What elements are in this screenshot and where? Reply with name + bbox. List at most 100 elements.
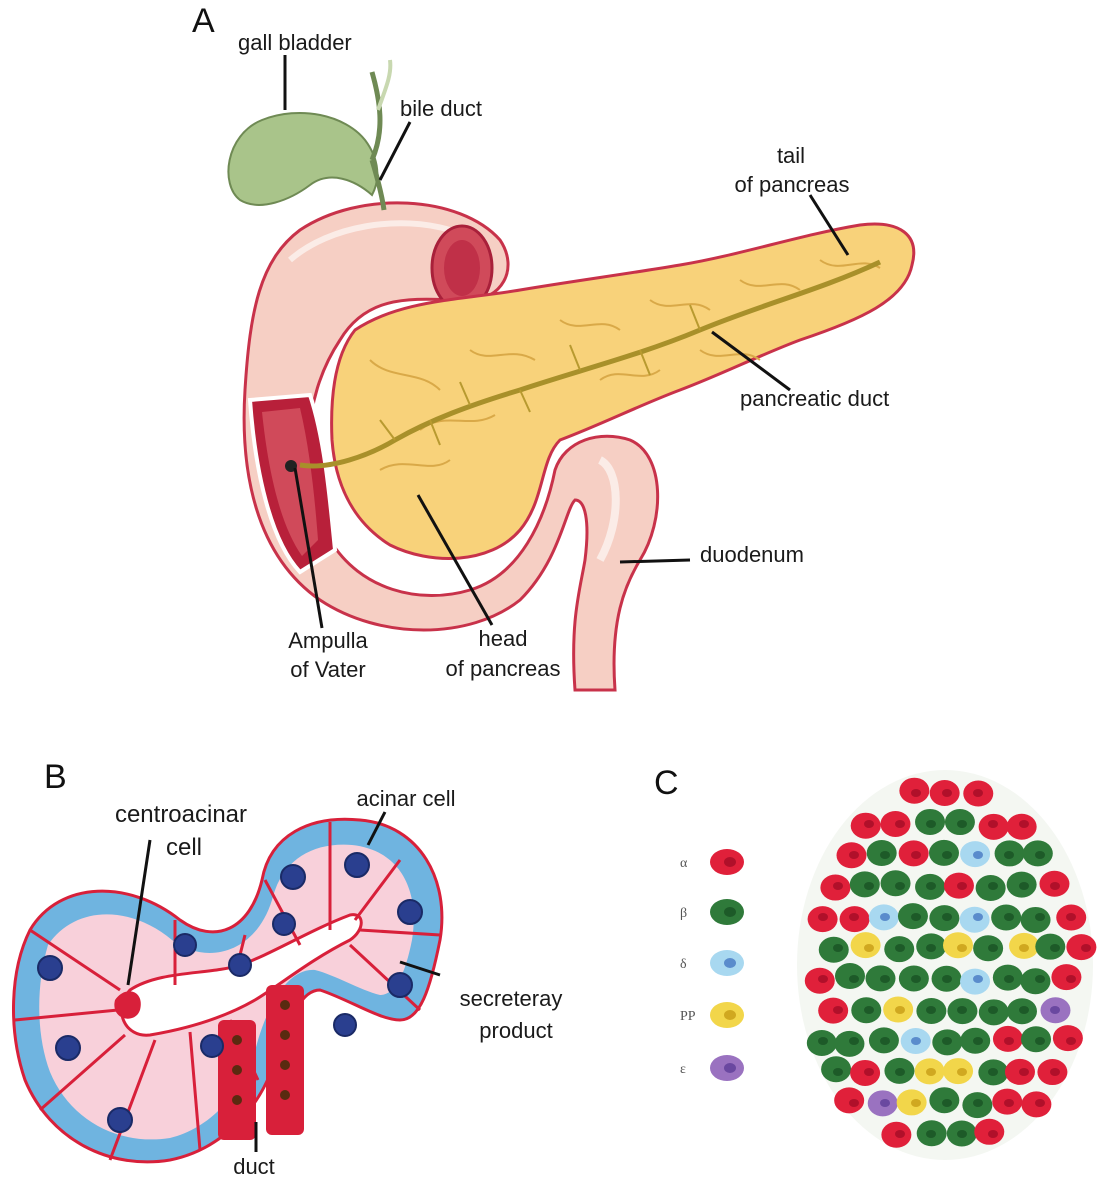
islet-cell-nucleus: [973, 1099, 983, 1107]
islet-cell: [881, 870, 911, 896]
islet-cell-nucleus: [926, 1068, 936, 1076]
gall-bladder-shape: [228, 113, 377, 205]
panel-c: C α β δPP ε: [654, 764, 1096, 1160]
islet-cell-nucleus: [926, 944, 936, 952]
islet-cell-nucleus: [942, 913, 952, 921]
islet-cell-nucleus: [973, 975, 983, 983]
label-tail-2: of pancreas: [735, 172, 850, 197]
acinar-nucleus: [201, 1035, 223, 1057]
legend-symbol: ε: [680, 1062, 686, 1077]
legend-cell-nucleus: [724, 857, 736, 867]
legend-symbol: δ: [680, 957, 687, 972]
islet-cell-nucleus: [1050, 944, 1060, 952]
islet-cell-nucleus: [926, 1130, 936, 1138]
islet-cell-nucleus: [895, 1130, 905, 1138]
label-bile-duct: bile duct: [400, 96, 482, 121]
islet-cell-nucleus: [849, 975, 859, 983]
islet-cell-nucleus: [864, 882, 874, 890]
panel-c-letter: C: [654, 764, 679, 802]
islet-cell-nucleus: [911, 789, 921, 797]
acinar-nucleus: [108, 1108, 132, 1132]
islet-cell-nucleus: [1081, 944, 1091, 952]
legend-symbol: β: [680, 906, 687, 921]
islet-cell-nucleus: [988, 1130, 998, 1138]
islet-cell-nucleus: [973, 789, 983, 797]
islet-cell: [1021, 907, 1051, 933]
acinar-nucleus: [273, 913, 295, 935]
islet-cell-nucleus: [957, 944, 967, 952]
islet-cell-nucleus: [988, 820, 998, 828]
islet-cell-nucleus: [849, 1037, 859, 1045]
legend-cell-nucleus: [724, 1010, 736, 1020]
legend-symbol: α: [680, 856, 688, 871]
islet-cell-nucleus: [1035, 913, 1045, 921]
islet-cell-nucleus: [895, 1068, 905, 1076]
legend-cell-nucleus: [724, 1063, 736, 1073]
legend-cell-nucleus: [724, 958, 736, 968]
islet-cell-nucleus: [1004, 1037, 1014, 1045]
label-duodenum: duodenum: [700, 542, 804, 567]
islet-cell: [834, 1087, 864, 1113]
islet-cell-nucleus: [1066, 975, 1076, 983]
islet-cell-nucleus: [880, 851, 890, 859]
islet-cell-nucleus: [926, 882, 936, 890]
islet-cell-nucleus: [988, 1068, 998, 1076]
islet-cell-nucleus: [864, 944, 874, 952]
islet-cell-nucleus: [1050, 882, 1060, 890]
legend-item: ε: [680, 1055, 744, 1081]
islet-cell-nucleus: [1019, 1068, 1029, 1076]
islet-cell-nucleus: [957, 820, 967, 828]
islet-cell-nucleus: [1035, 851, 1045, 859]
islet-cell-nucleus: [942, 975, 952, 983]
leader-duodenum: [620, 560, 690, 562]
islet-cell-nucleus: [988, 1006, 998, 1014]
islet-cell-nucleus: [849, 851, 859, 859]
label-pancreatic-duct: pancreatic duct: [740, 386, 889, 411]
islet-cell-nucleus: [833, 1068, 843, 1076]
islet-cell-nucleus: [942, 1037, 952, 1045]
islet-legend: α β δPP ε: [680, 849, 744, 1081]
label-head-1: head: [479, 626, 528, 651]
islet-cell-nucleus: [849, 913, 859, 921]
islet-cell-nucleus: [880, 913, 890, 921]
islet-cell-nucleus: [880, 975, 890, 983]
legend-item: PP: [680, 1002, 744, 1028]
islet-cell-nucleus: [818, 975, 828, 983]
islet-cell-nucleus: [880, 1037, 890, 1045]
panel-a-letter: A: [192, 2, 215, 40]
islet-cell-nucleus: [988, 882, 998, 890]
islet-cell-nucleus: [988, 944, 998, 952]
islet-cell-nucleus: [1035, 1099, 1045, 1107]
duodenum-lumen: [444, 240, 480, 296]
islet-cell-nucleus: [1004, 975, 1014, 983]
islet-cell-nucleus: [895, 820, 905, 828]
legend-item: α: [680, 849, 744, 875]
islet-cell-nucleus: [895, 1006, 905, 1014]
label-gall-bladder: gall bladder: [238, 30, 352, 55]
islet-cell-nucleus: [911, 1037, 921, 1045]
acinar-nucleus: [281, 865, 305, 889]
islet-cell-nucleus: [957, 1006, 967, 1014]
islet-cell-nucleus: [973, 851, 983, 859]
acinar-nucleus: [398, 900, 422, 924]
legend-symbol: PP: [680, 1009, 696, 1024]
islet-cell-nucleus: [833, 882, 843, 890]
islet-cell-nucleus: [1019, 820, 1029, 828]
islet-cell-nucleus: [942, 789, 952, 797]
islet-cell-nucleus: [926, 820, 936, 828]
leader-bile-duct: [380, 122, 410, 180]
islet-cell-nucleus: [1066, 913, 1076, 921]
label-tail-1: tail: [777, 143, 805, 168]
islet-cell-nucleus: [833, 944, 843, 952]
hepatic-duct: [378, 60, 390, 110]
islet-cell-nucleus: [911, 975, 921, 983]
islet-cell-nucleus: [1004, 1099, 1014, 1107]
islet-cell-nucleus: [1066, 1037, 1076, 1045]
islet-cell-nucleus: [911, 913, 921, 921]
islet-cell-nucleus: [911, 1099, 921, 1107]
islet-cell-nucleus: [1019, 944, 1029, 952]
islet-cluster: [797, 770, 1096, 1160]
label-secretory-2: product: [479, 1018, 552, 1043]
